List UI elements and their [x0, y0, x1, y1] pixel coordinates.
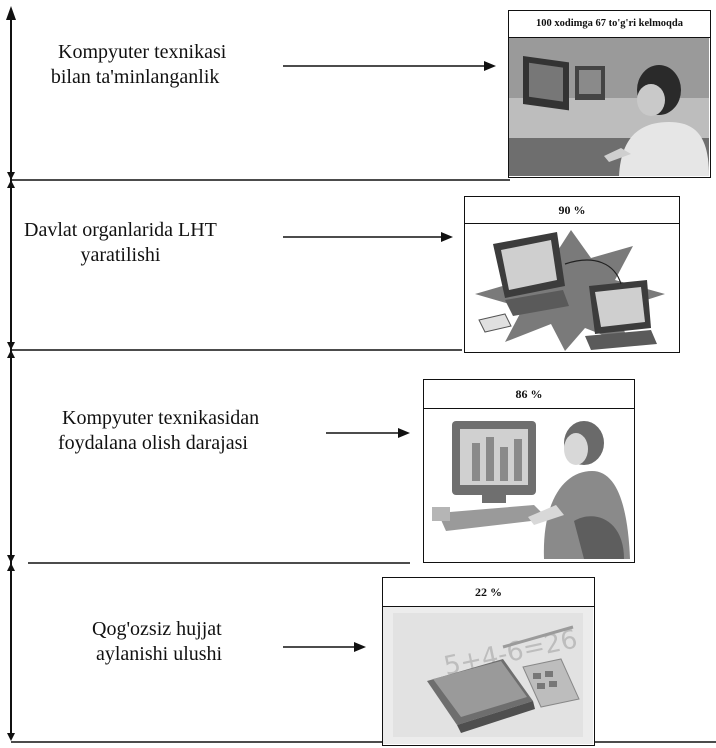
networked-computers-clipart-icon [465, 224, 678, 351]
arrow-head-1 [484, 61, 496, 71]
row-3-label-line-1: Kompyuter texnikasidan [62, 407, 260, 429]
row-2-label-line-1: Davlat organlarida LHT [24, 219, 217, 241]
calculator-and-book-clipart-icon: 5+4-6=26 [383, 607, 593, 744]
row-2-picture [464, 223, 680, 353]
row-3-picture [423, 408, 635, 563]
row-3-caption: 86 % [423, 379, 635, 409]
arrow-head-2 [441, 232, 453, 242]
row-1-label-line-2: bilan ta'minlanganlik [50, 66, 220, 88]
row-2-label: Davlat organlarida LHT yaratilishi [24, 218, 217, 268]
row-1-label-line-1: Kompyuter texnikasi [58, 41, 227, 63]
row-1-label: Kompyuter texnikasi bilan ta'minlanganli… [51, 40, 227, 90]
axis-arrow-up [6, 6, 16, 20]
row-3-label-line-2: foydalana olish darajasi [58, 432, 248, 454]
arrow-head-4 [354, 642, 366, 652]
row-3-label: Kompyuter texnikasidan foydalana olish d… [58, 406, 260, 456]
row-2-caption: 90 % [464, 196, 680, 224]
row-4-caption: 22 % [382, 577, 595, 607]
arrow-head-3 [398, 428, 410, 438]
row-4-label: Qog'ozsiz hujjat aylanishi ulushi [92, 617, 222, 667]
row-1-picture [508, 37, 711, 178]
row-4-label-line-2: aylanishi ulushi [96, 643, 223, 665]
photo-person-at-computers-icon [509, 38, 709, 176]
row-2-label-line-2: yaratilishi [80, 244, 161, 266]
woman-at-computer-clipart-icon [424, 409, 633, 561]
row-4-picture: 5+4-6=26 [382, 606, 595, 746]
row-1-caption: 100 xodimga 67 to'g'ri kelmoqda [508, 10, 711, 38]
row-4-label-line-1: Qog'ozsiz hujjat [92, 618, 222, 640]
